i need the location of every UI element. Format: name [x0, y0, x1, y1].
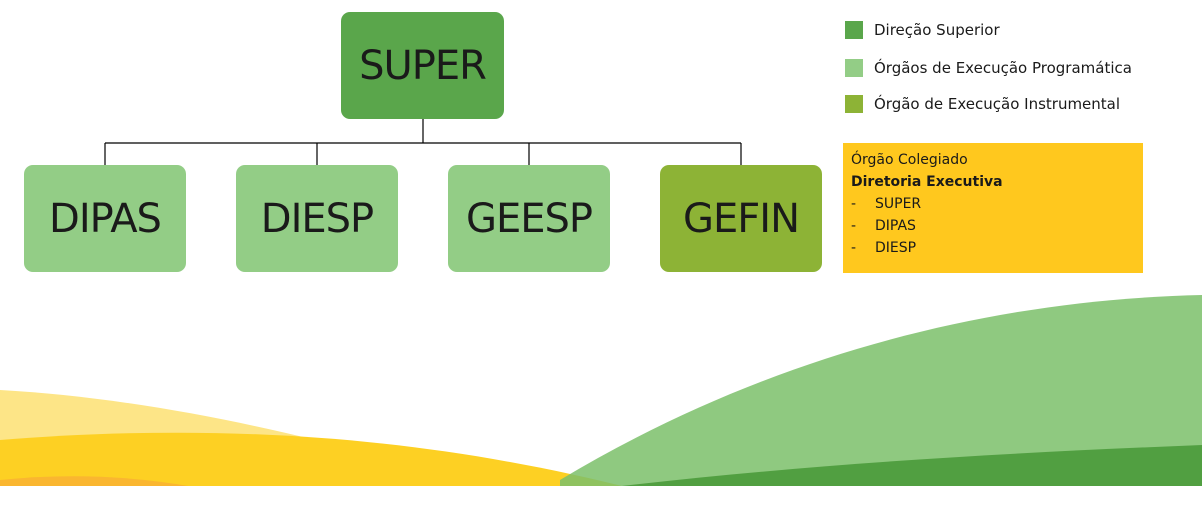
legend-swatch	[845, 95, 863, 113]
council-member-dash: -	[851, 218, 857, 234]
node-geesp: GEESP	[448, 165, 610, 272]
council-member-name: DIPAS	[875, 218, 916, 234]
council-title: Órgão Colegiado	[851, 152, 968, 168]
node-diesp-label: DIESP	[260, 195, 374, 242]
council-member: - SUPER	[851, 193, 1135, 215]
legend-swatch	[845, 21, 863, 39]
legend-item-execucao-programatica: Órgãos de Execução Programática	[845, 58, 1132, 78]
council-subtitle: Diretoria Executiva	[851, 174, 1003, 190]
council-box: Órgão Colegiado Diretoria Executiva - SU…	[843, 143, 1143, 273]
node-diesp: DIESP	[236, 165, 398, 272]
legend-item-execucao-instrumental: Órgão de Execução Instrumental	[845, 94, 1120, 114]
node-dipas-label: DIPAS	[49, 195, 162, 242]
node-gefin: GEFIN	[660, 165, 822, 272]
legend-swatch	[845, 59, 863, 77]
council-member: - DIESP	[851, 237, 1135, 259]
node-super: SUPER	[341, 12, 504, 119]
node-super-label: SUPER	[359, 42, 487, 89]
node-dipas: DIPAS	[24, 165, 186, 272]
bottom-band	[0, 486, 1202, 513]
council-member: - DIPAS	[851, 215, 1135, 237]
council-member-dash: -	[851, 240, 857, 256]
legend-label: Direção Superior	[874, 21, 1000, 39]
council-member-name: SUPER	[875, 196, 922, 212]
council-member-name: DIESP	[875, 240, 917, 256]
legend-item-direcao-superior: Direção Superior	[845, 20, 1000, 40]
legend-label: Órgãos de Execução Programática	[874, 59, 1132, 77]
node-geesp-label: GEESP	[465, 195, 593, 242]
node-gefin-label: GEFIN	[683, 195, 800, 242]
council-member-dash: -	[851, 196, 857, 212]
legend-label: Órgão de Execução Instrumental	[874, 95, 1121, 113]
